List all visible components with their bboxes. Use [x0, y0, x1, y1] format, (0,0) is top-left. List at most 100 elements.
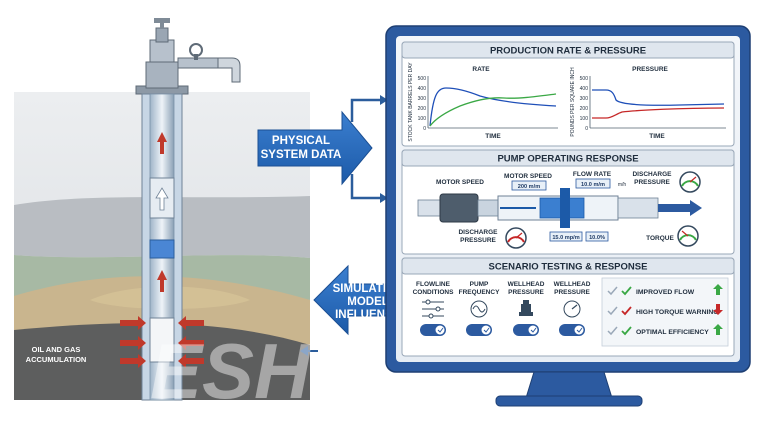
- torque-gauge-icon: [677, 225, 699, 247]
- physical-label-line2: SYSTEM DATA: [261, 149, 342, 161]
- pressure-series-a: [592, 89, 725, 106]
- branch-down-connector: [350, 174, 380, 200]
- branch-down-arrowhead-icon: [380, 193, 388, 203]
- rate-y-tick-label: 400: [418, 86, 427, 92]
- pressure-y-tick-label: 500: [580, 76, 589, 82]
- scenario-column-flowline: FLOWLINE CONDITIONS: [413, 281, 454, 319]
- check-icon: [621, 286, 632, 296]
- sliders-icon: [422, 299, 444, 319]
- panel-production: PRODUCTION RATE & PRESSURE RATE STOCK TA…: [401, 41, 735, 147]
- value-b: 10.0%: [589, 235, 605, 241]
- rate-y-tick-label: 200: [418, 106, 427, 112]
- monitor-stand-neck: [525, 371, 613, 399]
- scenario-column-wellhead-pressure-1: WELLHEAD PRESSURE: [508, 281, 545, 316]
- result-label: OPTIMAL EFFICIENCY: [636, 329, 709, 336]
- reservoir-label-line2: ACCUMULATION: [26, 355, 87, 364]
- pressure-gauge-icon: [563, 300, 581, 318]
- reservoir-label-line1: OIL AND GAS: [32, 345, 81, 354]
- result-label: IMPROVED FLOW: [636, 289, 695, 296]
- scenario-col3-line2: PRESSURE: [508, 289, 544, 296]
- branch-up-arrowhead-icon: [380, 95, 388, 105]
- pressure-y-label: POUNDS PER SQUARE INCH: [570, 67, 576, 137]
- rate-y-tick-label: 300: [418, 96, 427, 102]
- check-icon: [530, 327, 537, 333]
- rate-y-tick-label: 0: [423, 126, 426, 132]
- check-icon: [621, 326, 632, 336]
- pressure-y-tick-label: 200: [580, 106, 589, 112]
- flow-up-arrow-icon: [155, 187, 169, 211]
- pump-stage: [149, 239, 175, 259]
- value-a-readout: [549, 231, 583, 242]
- motor-housing: [439, 193, 479, 223]
- result-row: IMPROVED FLOW: [607, 284, 723, 296]
- discharge-right-label-line1: DISCHARGE: [632, 171, 672, 178]
- rate-series-b: [429, 93, 557, 127]
- check-icon: [607, 286, 618, 296]
- toggle-pump-frequency[interactable]: [466, 324, 492, 336]
- torque-label: TORQUE: [646, 235, 674, 242]
- physical-label-line1: PHYSICAL: [272, 135, 330, 147]
- panel-scenario: SCENARIO TESTING & RESPONSE FLOWLINE CON…: [401, 257, 735, 357]
- panel-production-title: PRODUCTION RATE & PRESSURE: [490, 46, 646, 57]
- pressure-series-b: [592, 107, 725, 119]
- check-icon: [576, 327, 583, 333]
- frequency-wave-icon: [470, 300, 488, 318]
- pressure-y-tick-label: 100: [580, 116, 589, 122]
- inflow-arrows: [120, 316, 204, 368]
- scenario-col2-line2: FREQUENCY: [459, 289, 500, 296]
- flow-rate-unit: m/h: [618, 182, 627, 188]
- value-b-readout: [585, 231, 609, 242]
- toggle-wellhead-pressure-1[interactable]: [513, 324, 539, 336]
- arrow-down-icon: [713, 304, 723, 315]
- motor-speed-readout: [511, 180, 547, 191]
- toggle-flowline[interactable]: [420, 324, 446, 336]
- result-label: HIGH TORQUE WARNING: [636, 309, 719, 316]
- pressure-chart-title: PRESSURE: [632, 66, 668, 73]
- small-input-arrow-icon: [300, 346, 318, 356]
- discharge-port: [560, 188, 570, 228]
- simulation-model-influence-arrow: SIMULATION MODEL INFLUENCE: [313, 264, 409, 336]
- monitor-stand-base: [495, 395, 643, 407]
- flow-rate-value: 10.0 m/m: [581, 182, 605, 188]
- result-row: OPTIMAL EFFICIENCY: [607, 324, 723, 336]
- motor-speed-top-label: MOTOR SPEED: [504, 173, 552, 180]
- scenario-col3-line1: WELLHEAD: [508, 281, 545, 288]
- branch-up-connector: [350, 98, 380, 122]
- result-row: HIGH TORQUE WARNING: [607, 304, 723, 316]
- pump-assembly: [417, 188, 702, 228]
- panel-pump-title: PUMP OPERATING RESPONSE: [497, 154, 638, 165]
- rate-chart-title: RATE: [472, 66, 490, 73]
- check-icon: [621, 306, 632, 316]
- discharge-left-label-line1: DISCHARGE: [458, 229, 498, 236]
- discharge-pressure-gauge-icon: [679, 171, 701, 193]
- pressure-y-tick-label: 400: [580, 86, 589, 92]
- check-icon: [483, 327, 490, 333]
- pressure-x-label: TIME: [649, 133, 665, 140]
- pressure-y-tick-label: 300: [580, 96, 589, 102]
- rate-chart: RATE STOCK TANK BARRELS PER DAY 500 400 30…: [408, 62, 558, 142]
- rate-x-label: TIME: [485, 133, 501, 140]
- rate-y-tick-label: 100: [418, 116, 427, 122]
- toggle-wellhead-pressure-2[interactable]: [559, 324, 585, 336]
- arrow-up-icon: [713, 324, 723, 335]
- motor-speed-left-label: MOTOR SPEED: [436, 179, 484, 186]
- results-list: IMPROVED FLOW HIGH TORQUE WARNING OPTIMA…: [607, 284, 723, 336]
- scenario-col1-line1: FLOWLINE: [416, 281, 451, 288]
- scenario-col4-line1: WELLHEAD: [554, 281, 591, 288]
- discharge-left-label-line2: PRESSURE: [460, 237, 496, 244]
- value-a: 15.0 mp/m: [552, 235, 579, 241]
- simulation-label-line3: INFLUENCE: [335, 309, 401, 321]
- check-icon: [607, 306, 618, 316]
- discharge-pressure-left-gauge-icon: [505, 227, 527, 249]
- panel-pump: PUMP OPERATING RESPONSE MOTOR SPEED MOTO…: [401, 149, 735, 255]
- flow-up-red-arrow-icon-lower: [157, 270, 167, 292]
- physical-system-data-arrow: PHYSICAL SYSTEM DATA: [257, 95, 388, 203]
- scenario-col2-line1: PUMP: [470, 281, 489, 288]
- rate-y-tick-label: 500: [418, 76, 427, 82]
- discharge-right-label-line2: PRESSURE: [634, 179, 670, 186]
- wellhead-icon: [519, 300, 533, 316]
- rate-y-label: STOCK TANK BARRELS PER DAY: [408, 62, 414, 142]
- handwheel-icon: [154, 18, 170, 23]
